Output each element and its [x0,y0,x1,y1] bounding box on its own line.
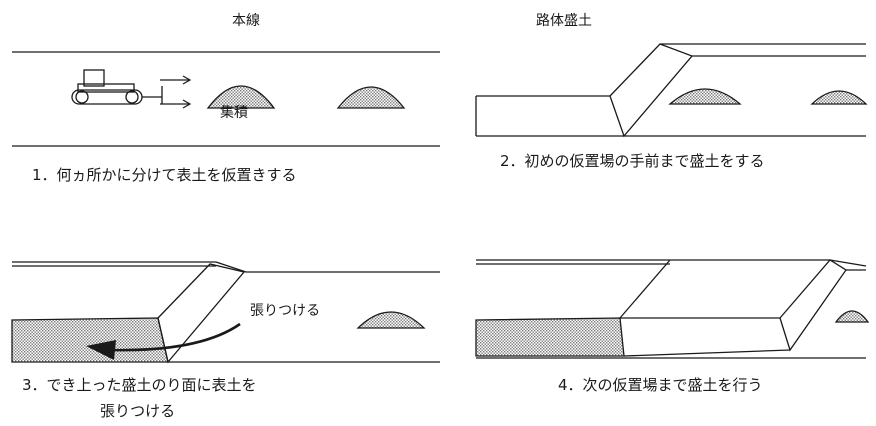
panel-3-attach-label: 張りつける [250,303,321,319]
embankment-slope [609,43,694,138]
panel-4-drawing [475,259,870,359]
topsoil-pile [206,85,276,109]
panel-2-header: 路体盛土 [536,13,592,29]
push-direction-arrows [160,75,192,109]
topsoil-pile [336,86,406,109]
bulldozer-icon [71,69,163,105]
topsoil-pile [834,310,870,323]
panel-1-header: 本線 [232,13,260,29]
embankment-topsoil-facing [11,317,169,363]
topsoil-pile [668,88,742,105]
panel-3-drawing [11,261,440,364]
panel-1-pile-label: 集積 [220,105,248,121]
topsoil-pile [810,90,868,105]
topsoil-facing [475,317,625,357]
topsoil-pile [356,311,426,329]
arrow-head [86,340,116,360]
panel-1-drawing [12,51,440,147]
curved-arrow [109,322,241,352]
panel-4-caption: 4．次の仮置場まで盛土を行う [558,376,763,394]
panel-3-caption-line-2: 張りつける [100,402,176,420]
panel-1-caption: 1．何ヵ所かに分けて表土を仮置きする [32,166,297,184]
embankment-slope [779,259,847,352]
panel-3-caption-line-1: 3．でき上った盛土のり面に表土を [22,376,257,394]
panel-2-drawing [475,43,868,138]
panel-2-caption: 2．初めの仮置場の手前まで盛土をする [500,152,765,170]
